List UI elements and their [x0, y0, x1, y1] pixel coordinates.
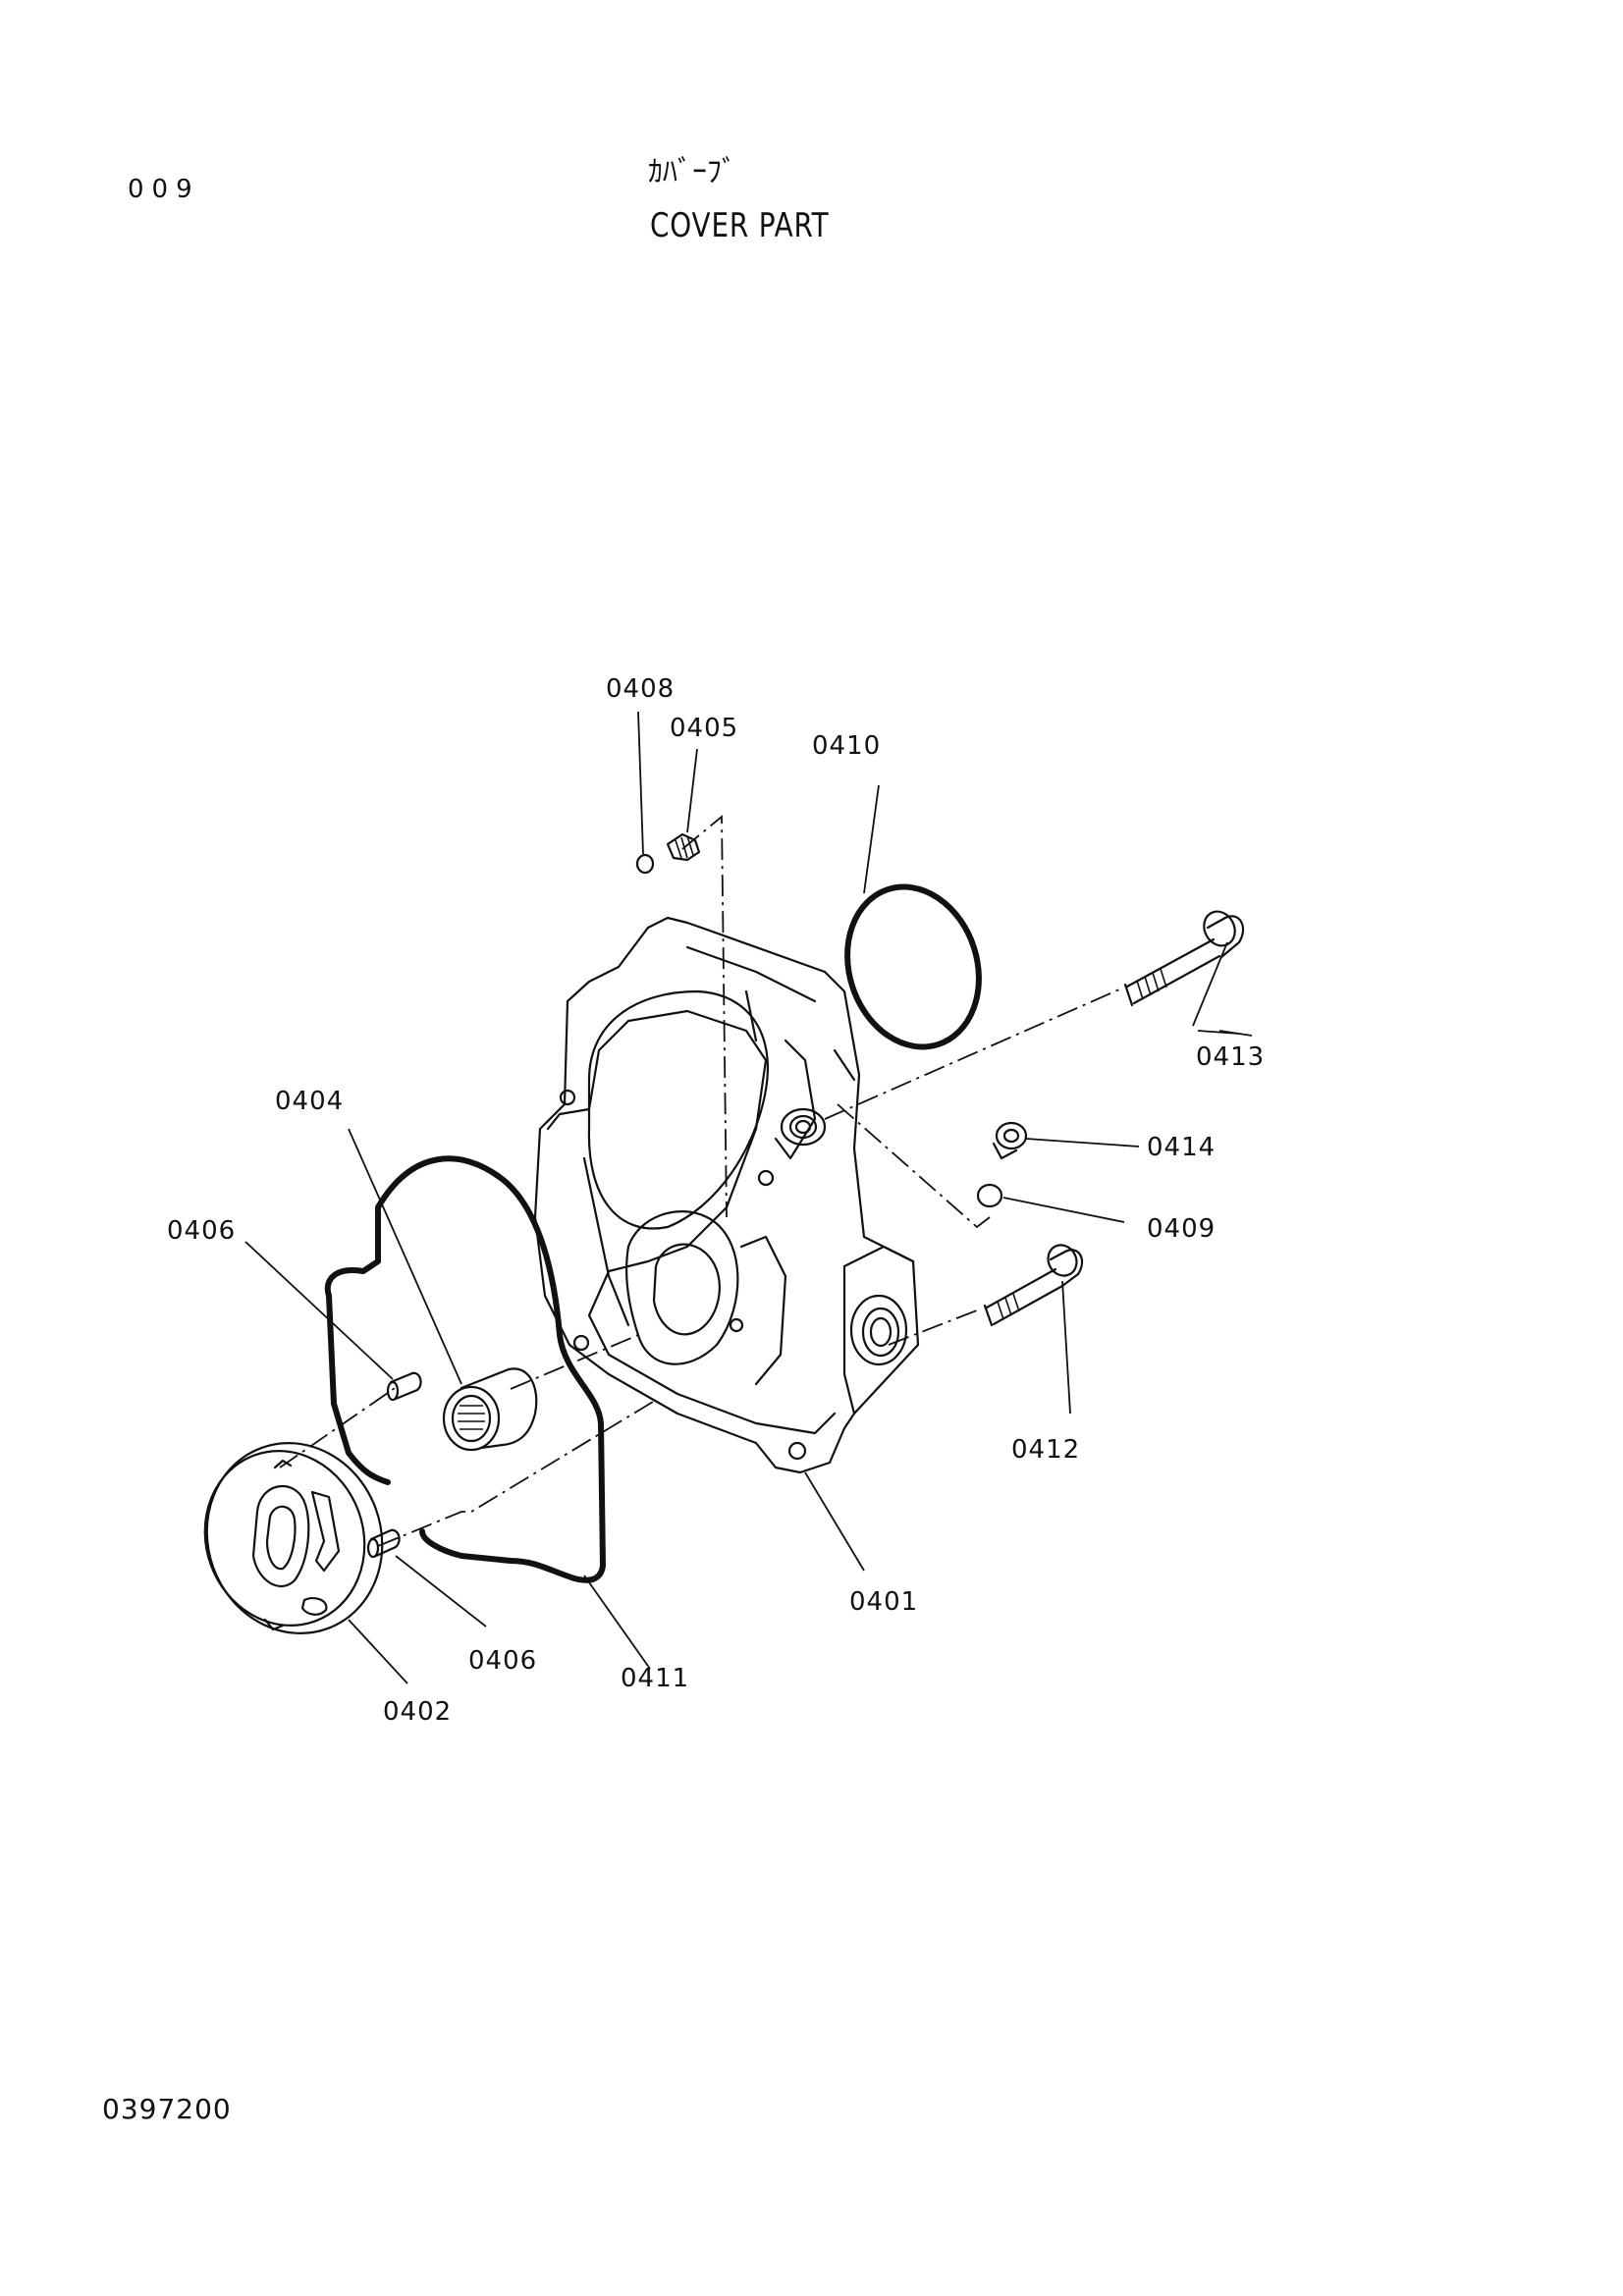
pin-0406-lower [366, 1528, 401, 1559]
o-ring-0409 [976, 1183, 1003, 1208]
gasket-0411 [324, 1155, 606, 1583]
label-0413: 0413 [1196, 1042, 1265, 1072]
label-0405: 0405 [670, 714, 738, 743]
label-0406-upper: 0406 [167, 1216, 236, 1246]
label-0404: 0404 [275, 1087, 344, 1116]
label-0402: 0402 [383, 1697, 452, 1727]
page-number: 009 [128, 175, 200, 204]
o-ring-0410 [844, 883, 982, 1050]
title-english: COVER PART [650, 206, 830, 245]
label-0401: 0401 [849, 1587, 918, 1617]
label-0409: 0409 [1147, 1214, 1216, 1244]
label-0411: 0411 [621, 1664, 689, 1693]
pin-0406-upper [386, 1371, 422, 1402]
part-labels: 0408 0405 0410 0413 0414 0409 0412 0401 … [167, 674, 1265, 1727]
title-japanese: ｶﾊﾞｰﾌﾞ [648, 155, 736, 189]
label-0408: 0408 [606, 674, 675, 704]
label-0414: 0414 [1147, 1133, 1216, 1162]
bolt-0413 [1123, 910, 1245, 1007]
label-0406-lower: 0406 [468, 1646, 537, 1676]
o-ring-0408 [635, 853, 655, 875]
plug-0414 [992, 1121, 1028, 1160]
label-0410: 0410 [812, 731, 881, 761]
bearing-0404 [442, 1367, 538, 1452]
drawing-number: 0397200 [102, 2093, 232, 2125]
label-0412: 0412 [1011, 1435, 1080, 1465]
assembly-center-lines [279, 815, 1120, 1547]
bolt-0412 [983, 1244, 1084, 1327]
leader-lines [244, 711, 1253, 1684]
valve-plate-0402 [203, 1442, 384, 1634]
